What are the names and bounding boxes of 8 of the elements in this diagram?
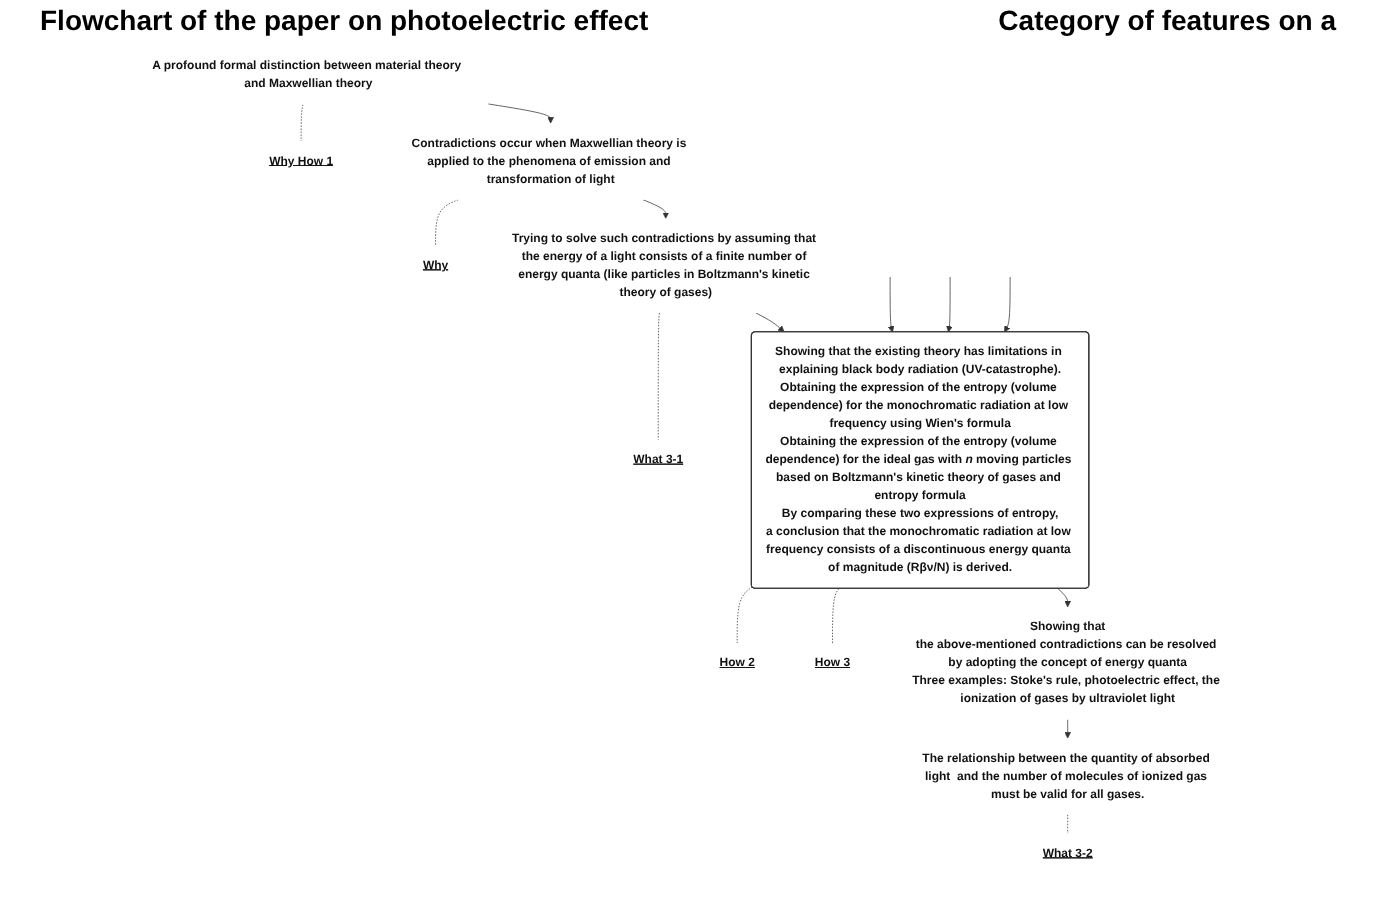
- connector: [736, 586, 753, 644]
- diagram-title: Flowchart of the paper on photoelectric effect: [40, 4, 649, 36]
- header-label: Category of features on a: [998, 4, 1336, 36]
- connector: [657, 312, 660, 441]
- connector: [1067, 814, 1069, 834]
- connector: [300, 104, 304, 142]
- connector: [832, 588, 840, 644]
- connector: [435, 199, 459, 246]
